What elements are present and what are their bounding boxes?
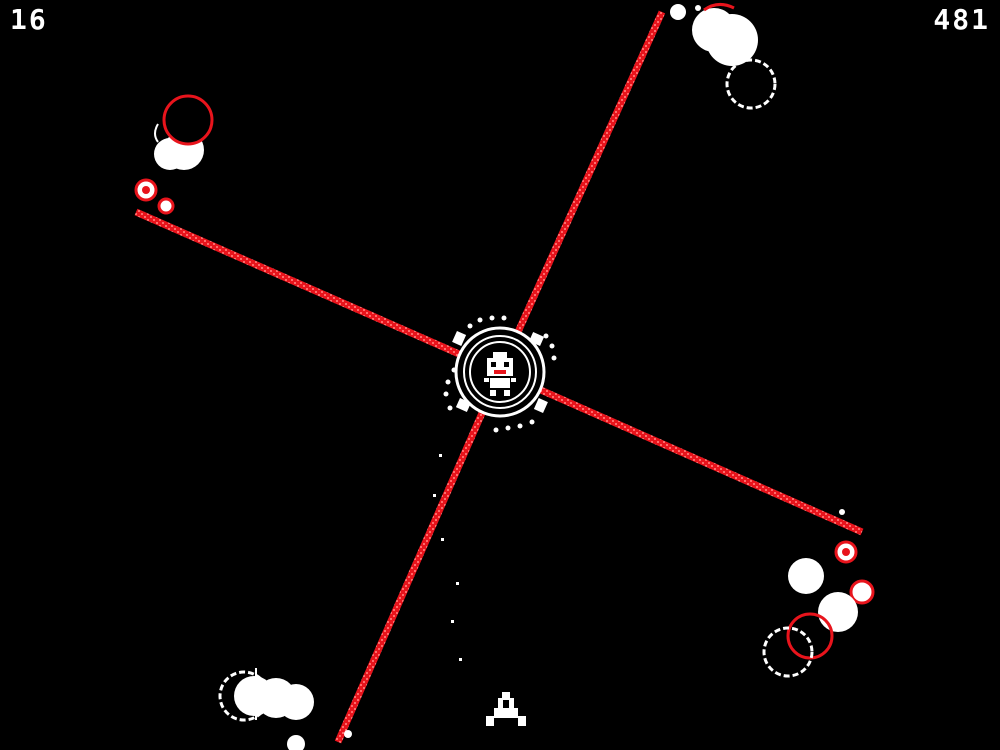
- explosion-cluster-bottom-left: [218, 668, 352, 750]
- boss-anchor-block: [455, 397, 471, 412]
- boss-anchor-block: [529, 332, 545, 347]
- boss-orbit-dots: [443, 315, 557, 433]
- boss-inner-ring-2: [469, 341, 531, 403]
- explosion-cluster-bottom-right: [762, 558, 858, 678]
- laser-beams: [134, 10, 864, 744]
- laser-beam-lower-right: [498, 368, 864, 536]
- boss-anchor-block: [533, 398, 548, 414]
- laser-beam-upper-right: [496, 10, 666, 374]
- beam-tip-emitter-lower-right[interactable]: [834, 509, 875, 605]
- robot-core-icon: [484, 352, 516, 396]
- laser-beam-upper-left: [134, 208, 502, 376]
- explosion-cluster-top-right: [670, 3, 777, 110]
- score-display: 481: [933, 3, 990, 36]
- player-bullets: [433, 454, 462, 661]
- boss-anchor-block: [452, 330, 467, 346]
- boss-core[interactable]: [443, 315, 557, 433]
- spaceship-icon[interactable]: [486, 692, 526, 726]
- boss-inner-ring: [463, 335, 537, 409]
- hud-counter: 16: [10, 3, 48, 36]
- laser-beam-lower-left: [334, 370, 504, 744]
- explosion-cluster-top-left: [154, 94, 214, 170]
- beam-tip-emitter-upper-left[interactable]: [134, 178, 175, 215]
